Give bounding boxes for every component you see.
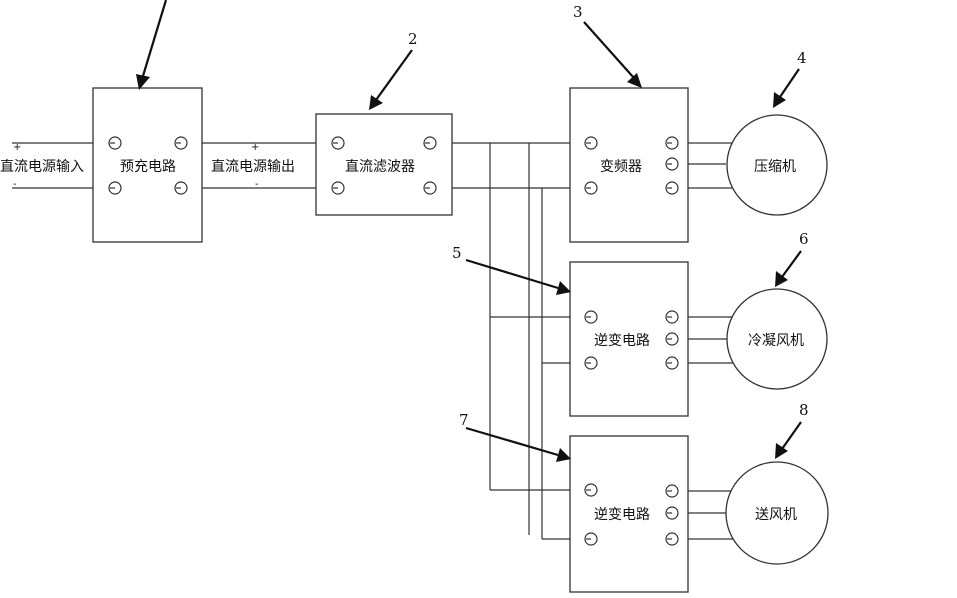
output-minus-sign: - <box>255 179 259 190</box>
output-plus-sign: + <box>251 142 259 153</box>
terminal <box>174 181 188 195</box>
leader-arrow-4 <box>773 68 800 108</box>
ref-number-6: 6 <box>799 230 809 248</box>
terminal <box>584 310 598 324</box>
supply-fan-label: 送风机 <box>755 507 797 523</box>
terminal <box>331 181 345 195</box>
ref-number-7: 7 <box>459 411 469 429</box>
terminal <box>423 181 437 195</box>
wires <box>12 142 737 540</box>
terminal <box>665 332 679 346</box>
leader-arrow-6 <box>775 250 802 287</box>
terminal <box>174 136 188 150</box>
terminal <box>665 157 679 171</box>
terminal <box>584 181 598 195</box>
terminal <box>665 310 679 324</box>
terminal <box>665 484 679 498</box>
precharge-block <box>92 87 203 243</box>
leader-arrow-7 <box>465 426 571 462</box>
terminal <box>584 136 598 150</box>
dc-filter-label: 直流滤波器 <box>345 158 415 175</box>
leader-arrow-2 <box>369 49 413 110</box>
terminal <box>665 136 679 150</box>
dc-input-label: 直流电源输入 <box>0 158 84 175</box>
terminal <box>108 181 122 195</box>
input-plus-sign: + <box>13 142 21 153</box>
dc-output-label: 直流电源输出 <box>211 158 295 175</box>
terminal <box>665 181 679 195</box>
vfd-label: 变频器 <box>600 159 642 175</box>
inverter-circuit-2-label: 逆变电路 <box>594 507 650 523</box>
leader-arrow-8 <box>775 421 802 459</box>
terminal <box>108 136 122 150</box>
compressor-label: 压缩机 <box>754 159 796 175</box>
terminal <box>584 483 598 497</box>
input-minus-sign: - <box>13 179 17 190</box>
ref-number-5: 5 <box>452 244 462 262</box>
terminal <box>331 136 345 150</box>
terminals <box>108 136 679 546</box>
condenser-fan-motor <box>726 288 828 390</box>
terminal <box>665 356 679 370</box>
compressor-motor <box>726 114 828 216</box>
ref-number-8: 8 <box>799 401 809 419</box>
ref-number-2: 2 <box>408 30 418 48</box>
terminal <box>423 136 437 150</box>
inverter-circuit-1-label: 逆变电路 <box>594 333 650 349</box>
terminal <box>665 506 679 520</box>
condenser-fan-label: 冷凝风机 <box>748 333 804 349</box>
ref-number-4: 4 <box>797 49 807 67</box>
precharge-label: 预充电路 <box>120 159 176 175</box>
terminal <box>665 532 679 546</box>
terminal <box>584 532 598 546</box>
ref-number-3: 3 <box>573 3 583 21</box>
leader-arrow-5 <box>465 258 571 295</box>
supply-fan-motor <box>725 461 829 565</box>
leader-arrow-1 <box>136 0 168 90</box>
dc-filter-block <box>315 113 453 216</box>
leader-arrow-3 <box>583 21 642 88</box>
terminal <box>584 356 598 370</box>
